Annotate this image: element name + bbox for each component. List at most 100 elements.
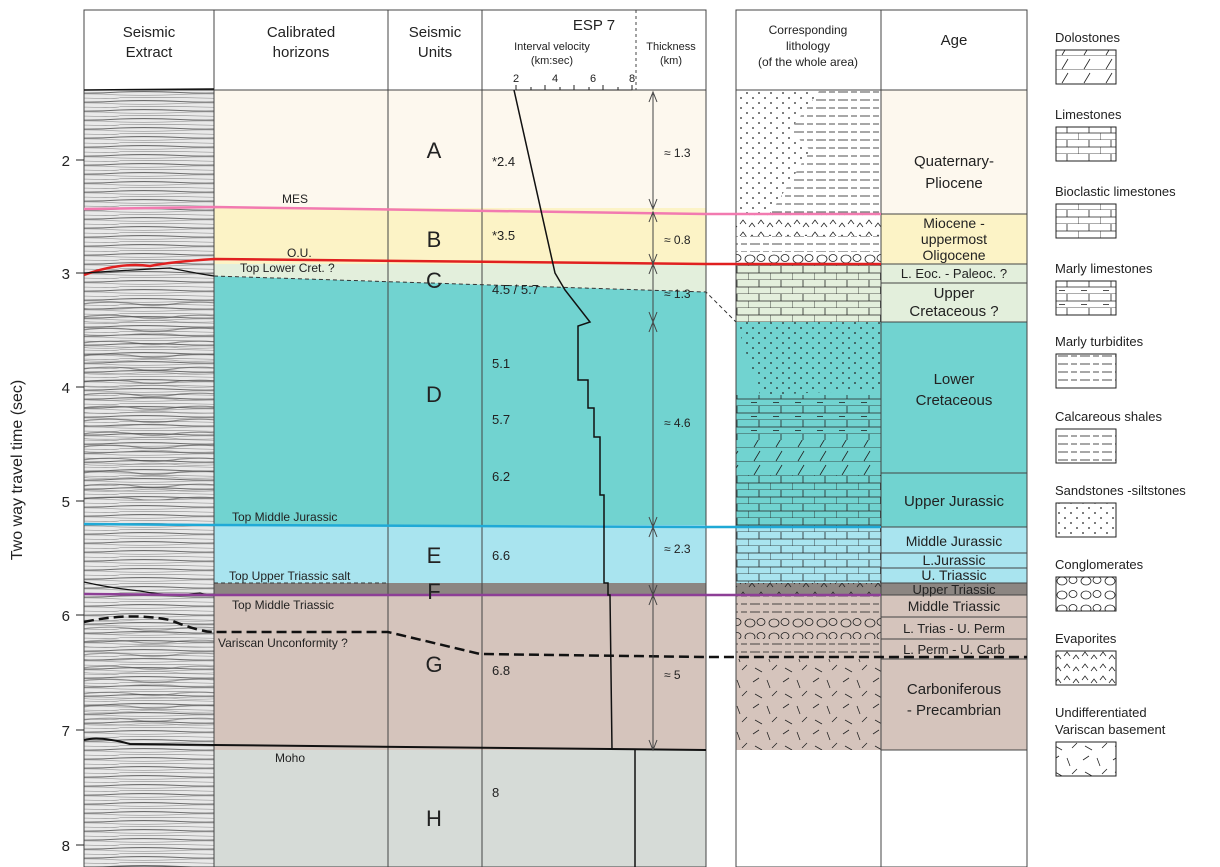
horizon-label-mes: MES (282, 192, 308, 206)
age-fill-cret-up (881, 264, 1027, 322)
column-borders (83, 9, 1028, 867)
thickness-a: ≈ 1.3 (664, 146, 691, 160)
horizon-label-top-lower-cret: Top Lower Cret. ? (240, 261, 335, 275)
y-tick-7: 7 (62, 723, 70, 740)
litho-d-sand (736, 322, 881, 395)
age-ucret-1: Upper (934, 285, 975, 302)
litho-d-marly (736, 395, 881, 440)
age-utri2: Upper Triassic (912, 582, 996, 597)
legend-swatch-calcareous-shales (1055, 428, 1117, 464)
legend-swatch-limestones (1055, 126, 1117, 162)
unit-b-band (214, 208, 706, 266)
age-carb-1: Carboniferous (907, 681, 1001, 698)
velocity-tick-4: 4 (552, 73, 558, 85)
litho-c-lime (736, 264, 881, 322)
unit-label-c: C (426, 268, 442, 293)
y-axis-label: Two way travel time (sec) (9, 380, 26, 560)
thickness-c: ≈ 1.3 (664, 287, 691, 301)
mes-line (83, 205, 881, 216)
age-fill-jur (881, 527, 1027, 583)
unit-a-band (214, 90, 706, 210)
header-seismic-extract-2: Extract (126, 44, 174, 61)
litho-g2-conglo (736, 617, 881, 639)
litho-g4-basement (736, 659, 881, 750)
horizon-lines (83, 88, 1027, 751)
unit-label-b: B (427, 227, 442, 252)
legend-swatch-evaporites (1055, 650, 1117, 686)
legend-swatch-conglomerates (1055, 576, 1117, 612)
y-tick-5: 5 (62, 494, 70, 511)
legend-label-conglomerates: Conglomerates (1055, 557, 1144, 572)
horizon-label-top-upper-triassic-salt: Top Upper Triassic salt (229, 569, 351, 583)
age-fill-mio (881, 214, 1027, 264)
horizon-label-moho: Moho (275, 751, 305, 765)
legend-swatch-marly-limestones (1055, 280, 1117, 316)
litho-b-shale (736, 236, 881, 252)
header-lithology-2: lithology (786, 39, 830, 53)
header-calibrated-2: horizons (273, 44, 330, 61)
velocity-d3: 6.2 (492, 469, 510, 484)
ou-black-line (83, 267, 215, 277)
age-lcret-1: Lower (934, 371, 975, 388)
velocity-h: 8 (492, 785, 499, 800)
legend-swatch-sandstones (1055, 502, 1117, 538)
unit-g-band (214, 595, 706, 750)
header-thickness-1: Thickness (646, 41, 696, 53)
unit-label-a: A (427, 138, 442, 163)
age-lcret-2: Cretaceous (916, 392, 993, 409)
velocity-log (513, 89, 636, 867)
thickness-e: ≈ 2.3 (664, 542, 691, 556)
unit-d-band (214, 276, 706, 527)
velocity-b: *3.5 (492, 228, 515, 243)
unit-label-g: G (425, 652, 442, 677)
velocity-e: 6.6 (492, 548, 510, 563)
litho-a-shale (770, 90, 881, 214)
age-mio-3: Oligocene (922, 247, 985, 263)
y-axis: Two way travel time (sec) 2 3 4 5 6 7 8 (9, 153, 84, 855)
velocity-labels: *2.4 *3.5 4.5 / 5.7 5.1 5.7 6.2 6.6 6.8 … (492, 154, 539, 800)
legend-label-basement-1: Undifferentiated (1055, 705, 1147, 720)
age-lperm: L. Perm - U. Carb (903, 642, 1005, 657)
unit-label-e: E (427, 543, 442, 568)
legend-swatch-bioclastic (1055, 203, 1117, 239)
unit-c-wedge (214, 274, 706, 292)
jurassic-line (83, 522, 881, 529)
age-qp-2: Pliocene (925, 175, 983, 192)
litho-a-sand (736, 90, 820, 214)
horizon-label-variscan: Variscan Unconformity ? (218, 636, 348, 650)
legend-swatch-marly-turbidites (1055, 353, 1117, 389)
unit-h-band (214, 750, 706, 867)
header-lithology-1: Corresponding (769, 23, 848, 37)
header-interval-velocity-2: (km:sec) (531, 55, 573, 67)
velocity-d1: 5.1 (492, 356, 510, 371)
age-leoc: L. Eoc. - Paleoc. ? (901, 266, 1007, 281)
age-ljur: L.Jurassic (922, 552, 985, 568)
top-lower-cret-line (213, 275, 737, 323)
litho-e-lime (736, 527, 881, 583)
velocity-d2: 5.7 (492, 412, 510, 427)
horizon-label-top-middle-triassic: Top Middle Triassic (232, 598, 334, 612)
legend-label-marly-turbidites: Marly turbidites (1055, 334, 1144, 349)
litho-g1-shale (736, 595, 881, 617)
lithology-column (736, 90, 881, 867)
horizon-label-top-middle-jurassic: Top Middle Jurassic (232, 510, 337, 524)
lithology-legend: Dolostones Limestones Bioclastic limesto… (1055, 30, 1186, 777)
header-seismic-extract-1: Seismic (123, 24, 176, 41)
unit-letters: A B C D E F G H (425, 138, 442, 831)
velocity-tick-2: 2 (513, 73, 519, 85)
moho-line (83, 737, 707, 751)
legend-label-bioclastic: Bioclastic limestones (1055, 184, 1176, 199)
y-tick-6: 6 (62, 608, 70, 625)
unit-label-h: H (426, 806, 442, 831)
age-mio-1: Miocene - (923, 215, 985, 231)
age-ucret-2: Cretaceous ? (909, 303, 998, 320)
age-utri1: U. Triassic (921, 567, 986, 583)
velocity-c: 4.5 / 5.7 (492, 282, 539, 297)
age-ltri: L. Trias - U. Perm (903, 621, 1005, 636)
age-mjur: Middle Jurassic (906, 533, 1002, 549)
header-esp-title: ESP 7 (573, 17, 615, 34)
ou-line (83, 257, 881, 277)
unit-bands (214, 90, 706, 867)
age-mtri: Middle Triassic (908, 598, 1001, 614)
header-units-1: Seismic (409, 24, 462, 41)
